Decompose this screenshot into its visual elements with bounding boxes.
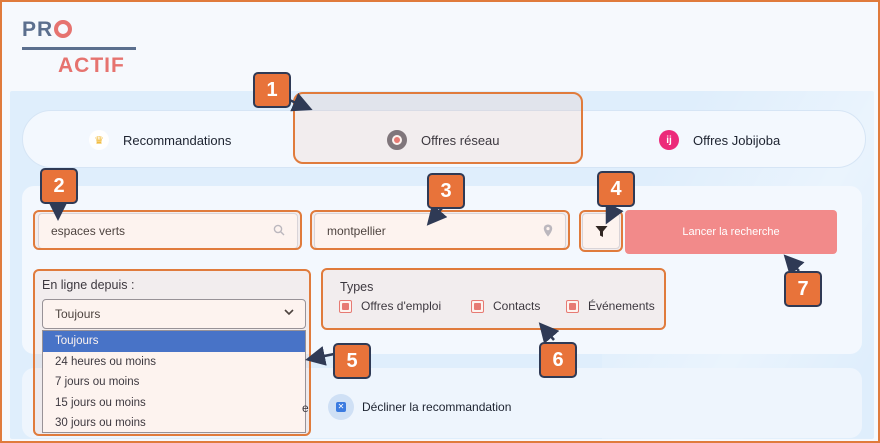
logo-text-pro: PR: [22, 18, 54, 41]
since-dropdown: Toujours 24 heures ou moins 7 jours ou m…: [42, 330, 306, 433]
since-select[interactable]: Toujours: [42, 299, 306, 329]
annotation-badge-1: 1: [253, 72, 291, 108]
decline-recommendation-button[interactable]: ✕ Décliner la recommandation: [328, 394, 511, 420]
annotation-badge-3: 3: [427, 173, 465, 209]
types-label: Types: [340, 280, 374, 294]
type-checkbox-evenements[interactable]: Événements: [566, 299, 655, 313]
annotation-badge-5: 5: [333, 343, 371, 379]
location-pin-icon: [543, 224, 553, 240]
search-icon: [273, 224, 285, 239]
decline-label: Décliner la recommandation: [362, 400, 512, 414]
type-label: Événements: [588, 299, 655, 313]
tab-recommandations[interactable]: ♛ Recommandations: [89, 111, 231, 169]
annotation-badge-7: 7: [784, 271, 822, 307]
annotation-badge-4: 4: [597, 171, 635, 207]
tab-label: Offres réseau: [421, 132, 500, 148]
type-label: Offres d'emploi: [361, 299, 442, 313]
since-selected-value: Toujours: [55, 307, 101, 321]
highlight-since: [33, 269, 311, 436]
target-icon: [387, 130, 407, 150]
funnel-icon: [595, 225, 607, 237]
close-icon: ✕: [328, 394, 354, 420]
highlight-filter: [579, 210, 623, 252]
tab-bar: ♛ Recommandations Offres réseau ij Offre…: [22, 110, 866, 168]
logo-o-ring: [54, 20, 73, 38]
since-label: En ligne depuis :: [42, 278, 135, 292]
type-label: Contacts: [493, 299, 541, 313]
type-checkbox-offres-emploi[interactable]: Offres d'emploi: [339, 299, 441, 313]
checkbox-checked-icon: [566, 299, 579, 313]
logo-bar: [22, 47, 136, 50]
highlight-keywords: [33, 210, 302, 250]
tab-offres-jobijoba[interactable]: ij Offres Jobijoba: [659, 111, 780, 169]
since-option[interactable]: Toujours: [43, 331, 305, 352]
tab-label: Offres Jobijoba: [693, 132, 781, 148]
tab-offres-reseau[interactable]: Offres réseau: [387, 111, 500, 169]
since-option[interactable]: 15 jours ou moins: [55, 396, 146, 409]
location-value: montpellier: [327, 224, 386, 238]
type-checkbox-contacts[interactable]: Contacts: [471, 299, 540, 313]
search-button[interactable]: Lancer la recherche: [625, 210, 837, 254]
tab-label: Recommandations: [123, 132, 232, 148]
jobijoba-icon: ij: [659, 130, 679, 150]
truncated-text: e: [302, 401, 309, 415]
chevron-down-icon: [284, 309, 294, 316]
checkbox-checked-icon: [471, 299, 484, 313]
highlight-types: [321, 268, 666, 330]
annotation-badge-2: 2: [40, 168, 78, 204]
annotation-badge-6: 6: [539, 342, 577, 378]
keywords-input[interactable]: espaces verts: [38, 213, 298, 249]
since-option[interactable]: 30 jours ou moins: [55, 417, 146, 430]
highlight-tab-offres: [293, 92, 583, 164]
filter-button[interactable]: [582, 213, 620, 249]
since-option[interactable]: 24 heures ou moins: [55, 355, 157, 368]
crown-icon: ♛: [89, 130, 109, 150]
proactif-logo: PR ACTIF: [22, 16, 142, 80]
checkbox-checked-icon: [339, 299, 352, 313]
logo-text-actif: ACTIF: [58, 54, 125, 77]
keywords-value: espaces verts: [51, 224, 126, 238]
highlight-location: [310, 210, 570, 250]
since-option[interactable]: 7 jours ou moins: [55, 376, 140, 389]
